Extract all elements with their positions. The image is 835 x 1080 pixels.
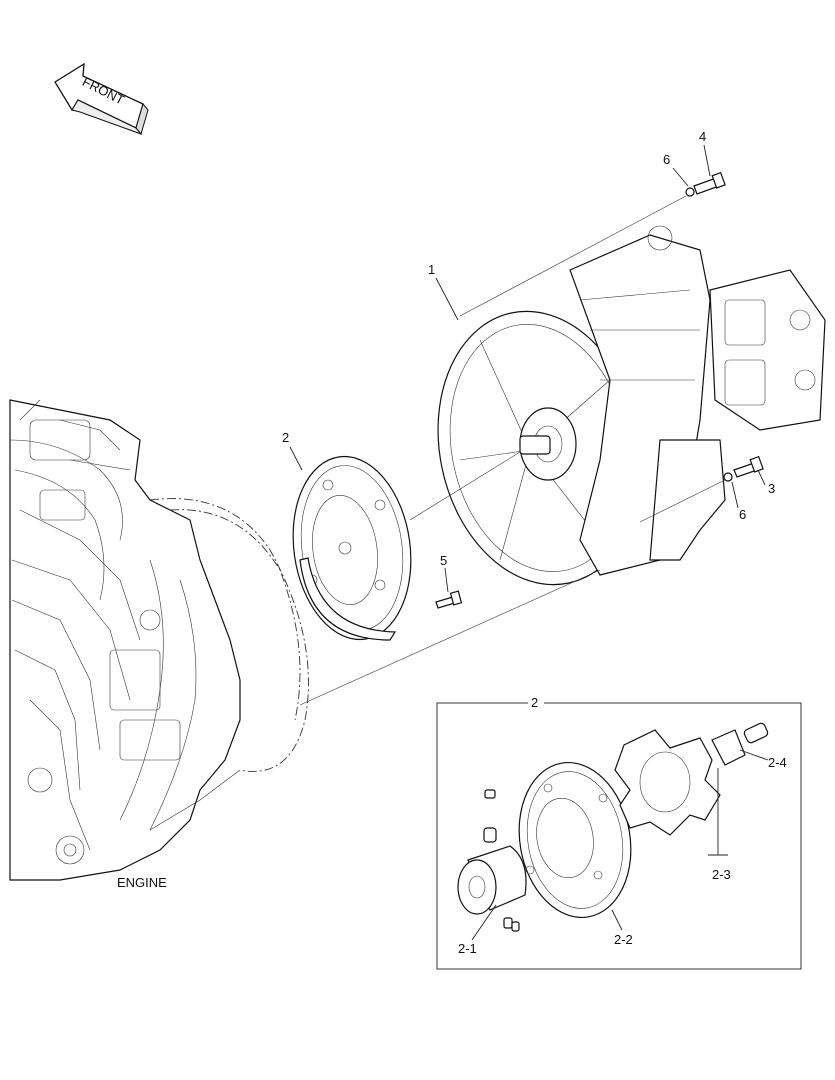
label-part-4: 4 <box>699 129 706 144</box>
pump-drawing <box>437 225 826 586</box>
label-part-6-right: 6 <box>739 507 746 522</box>
hub-2-1-drawing <box>457 789 527 932</box>
label-2-4: 2-4 <box>768 755 787 770</box>
label-2-3: 2-3 <box>712 867 731 882</box>
plate-2-2-drawing <box>518 761 632 919</box>
front-arrow-icon: FRONT <box>54 62 149 136</box>
coupling-plate-drawing <box>292 455 412 641</box>
label-part-6-top: 6 <box>663 152 670 167</box>
bolt-3-drawing <box>723 455 764 482</box>
label-part-3: 3 <box>768 481 775 496</box>
label-part-5: 5 <box>440 553 447 568</box>
bolt-4-drawing <box>685 171 726 197</box>
label-2-1: 2-1 <box>458 941 477 956</box>
label-2-2: 2-2 <box>614 932 633 947</box>
label-part-2: 2 <box>282 430 289 445</box>
label-part-1: 1 <box>428 262 435 277</box>
inset-box: 2 <box>436 695 802 970</box>
bolt-5-drawing <box>435 590 463 609</box>
engine-drawing: ENGINE <box>9 399 309 890</box>
element-2-3-drawing <box>614 722 769 836</box>
engine-label: ENGINE <box>117 875 167 890</box>
inset-title-label: 2 <box>531 695 538 710</box>
leader-lines <box>289 144 766 706</box>
